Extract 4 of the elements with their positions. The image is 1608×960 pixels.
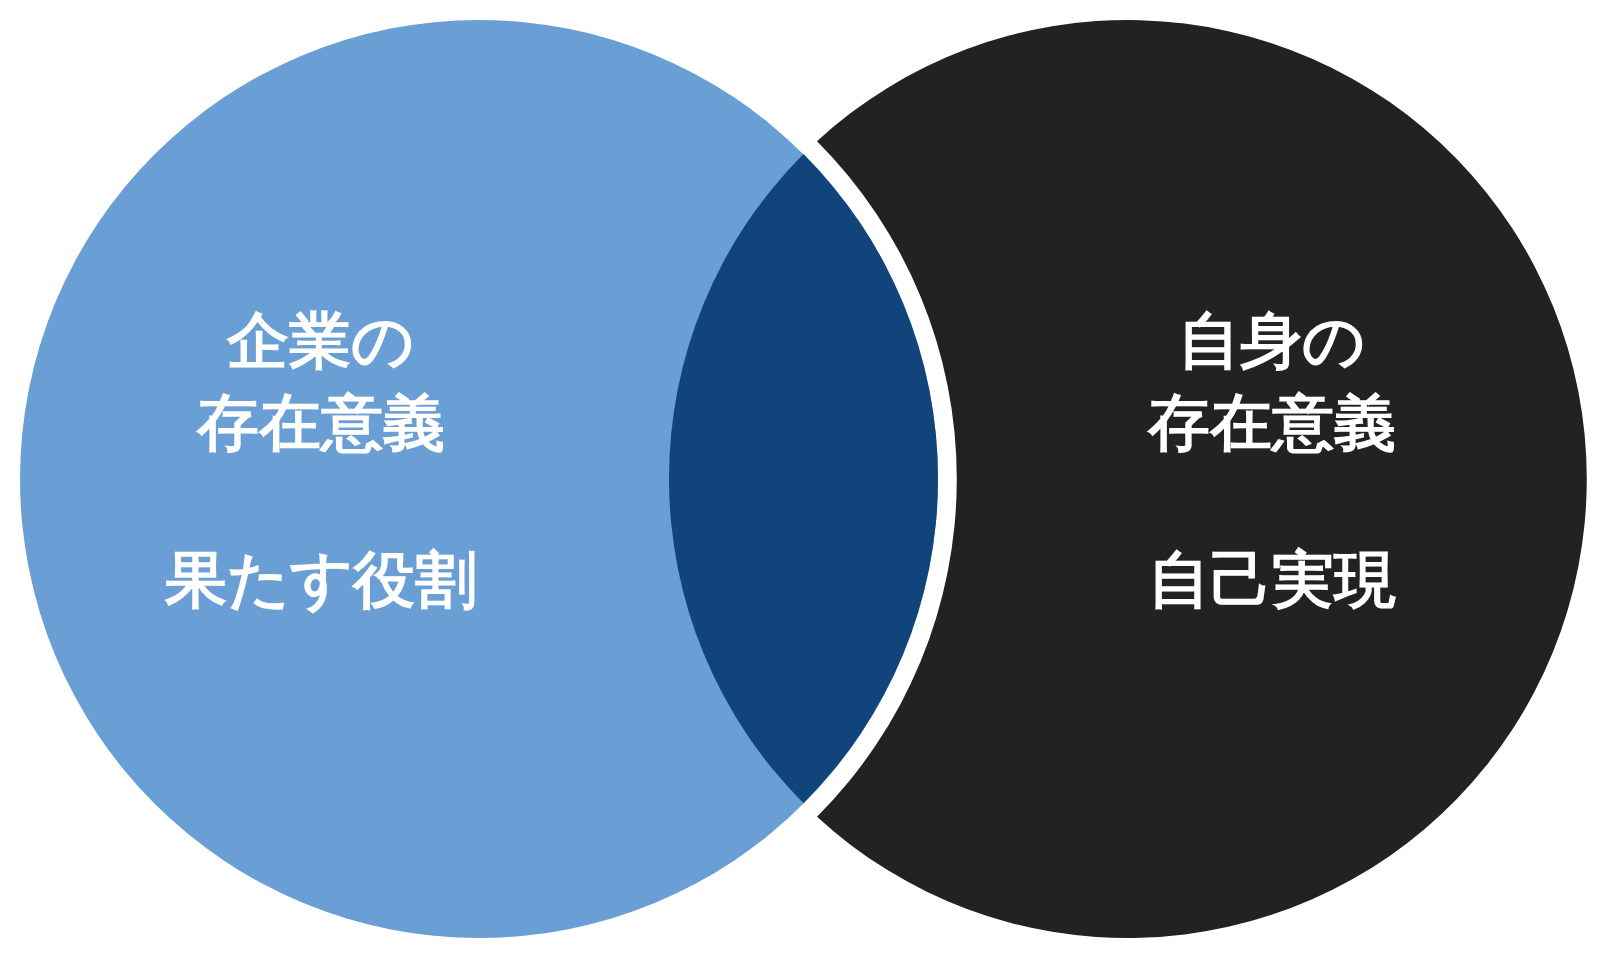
heading: 企業の存在意義 bbox=[195, 303, 446, 461]
heading: 自身の存在意義 bbox=[1146, 303, 1397, 461]
subheading: 自己実現 bbox=[1148, 542, 1396, 618]
subheading: 果たす役割 bbox=[165, 542, 477, 618]
